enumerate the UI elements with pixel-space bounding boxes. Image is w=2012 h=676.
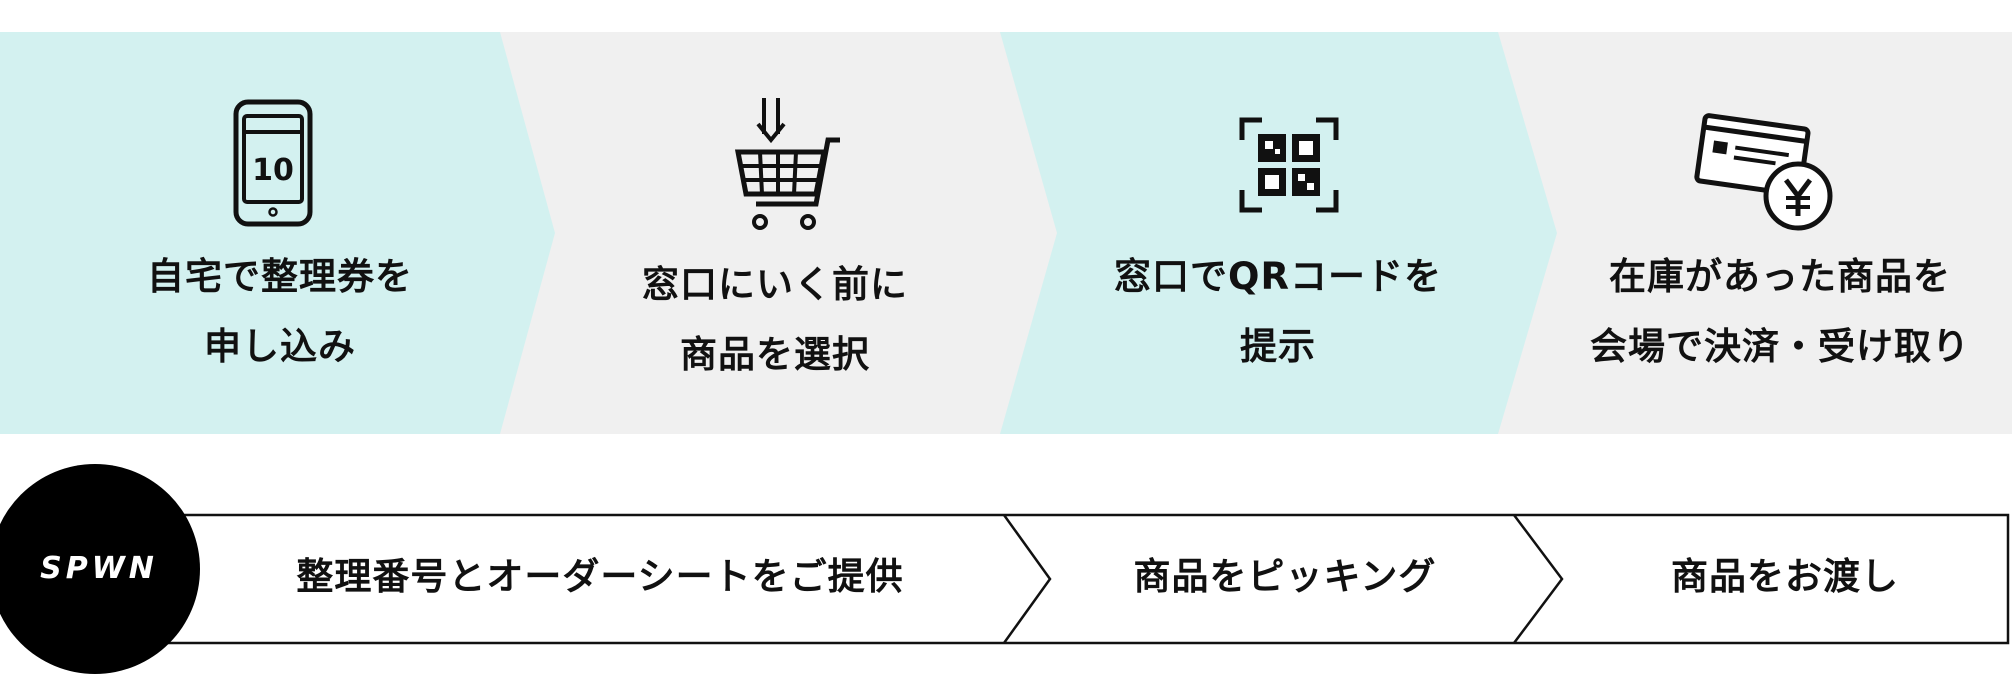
step-1-line-1: 自宅で整理券を (147, 255, 413, 298)
card-yen-payment-icon (1694, 113, 1833, 231)
shopping-cart-icon (734, 98, 840, 230)
step-2-line-2: 商品を選択 (680, 333, 870, 376)
step-3-line-1: 窓口でQRコードを (1114, 255, 1442, 298)
step-panel-3 (1000, 32, 1557, 434)
customer-steps-banner: 10 自宅で整理券を 申し込み 窓口にいく前に 商品を選択 (0, 32, 2012, 434)
qr-code-icon (1239, 117, 1339, 213)
step-4-line-2: 会場で決済・受け取り (1590, 325, 1970, 368)
step-4-label: 在庫があった商品を 会場で決済・受け取り (1550, 242, 2010, 382)
flow-step-2-label: 商品をピッキング (1133, 555, 1437, 598)
step-2-line-1: 窓口にいく前に (642, 263, 908, 306)
step-3-line-2: 提示 (1240, 325, 1316, 368)
step-2-label: 窓口にいく前に 商品を選択 (545, 250, 1005, 390)
steps-background (0, 32, 2012, 434)
step-3-label: 窓口でQRコードを 提示 (1048, 242, 1508, 382)
staff-flow-banner: SPWN 整理番号とオーダーシートをご提供 商品をピッキング 商品をお渡し (0, 460, 2012, 676)
smartphone-screen-number: 10 (252, 153, 294, 188)
step-1-label: 自宅で整理券を 申し込み (50, 242, 510, 382)
flow-step-3-label: 商品をお渡し (1671, 555, 1899, 598)
smartphone-icon: 10 (233, 99, 313, 227)
step-4-line-1: 在庫があった商品を (1609, 255, 1951, 298)
spwn-logo-text: SPWN (40, 551, 158, 586)
step-panel-1 (0, 32, 555, 434)
step-1-line-2: 申し込み (204, 325, 356, 368)
flow-step-1-label: 整理番号とオーダーシートをご提供 (296, 555, 904, 598)
spwn-logo: SPWN (0, 464, 200, 674)
